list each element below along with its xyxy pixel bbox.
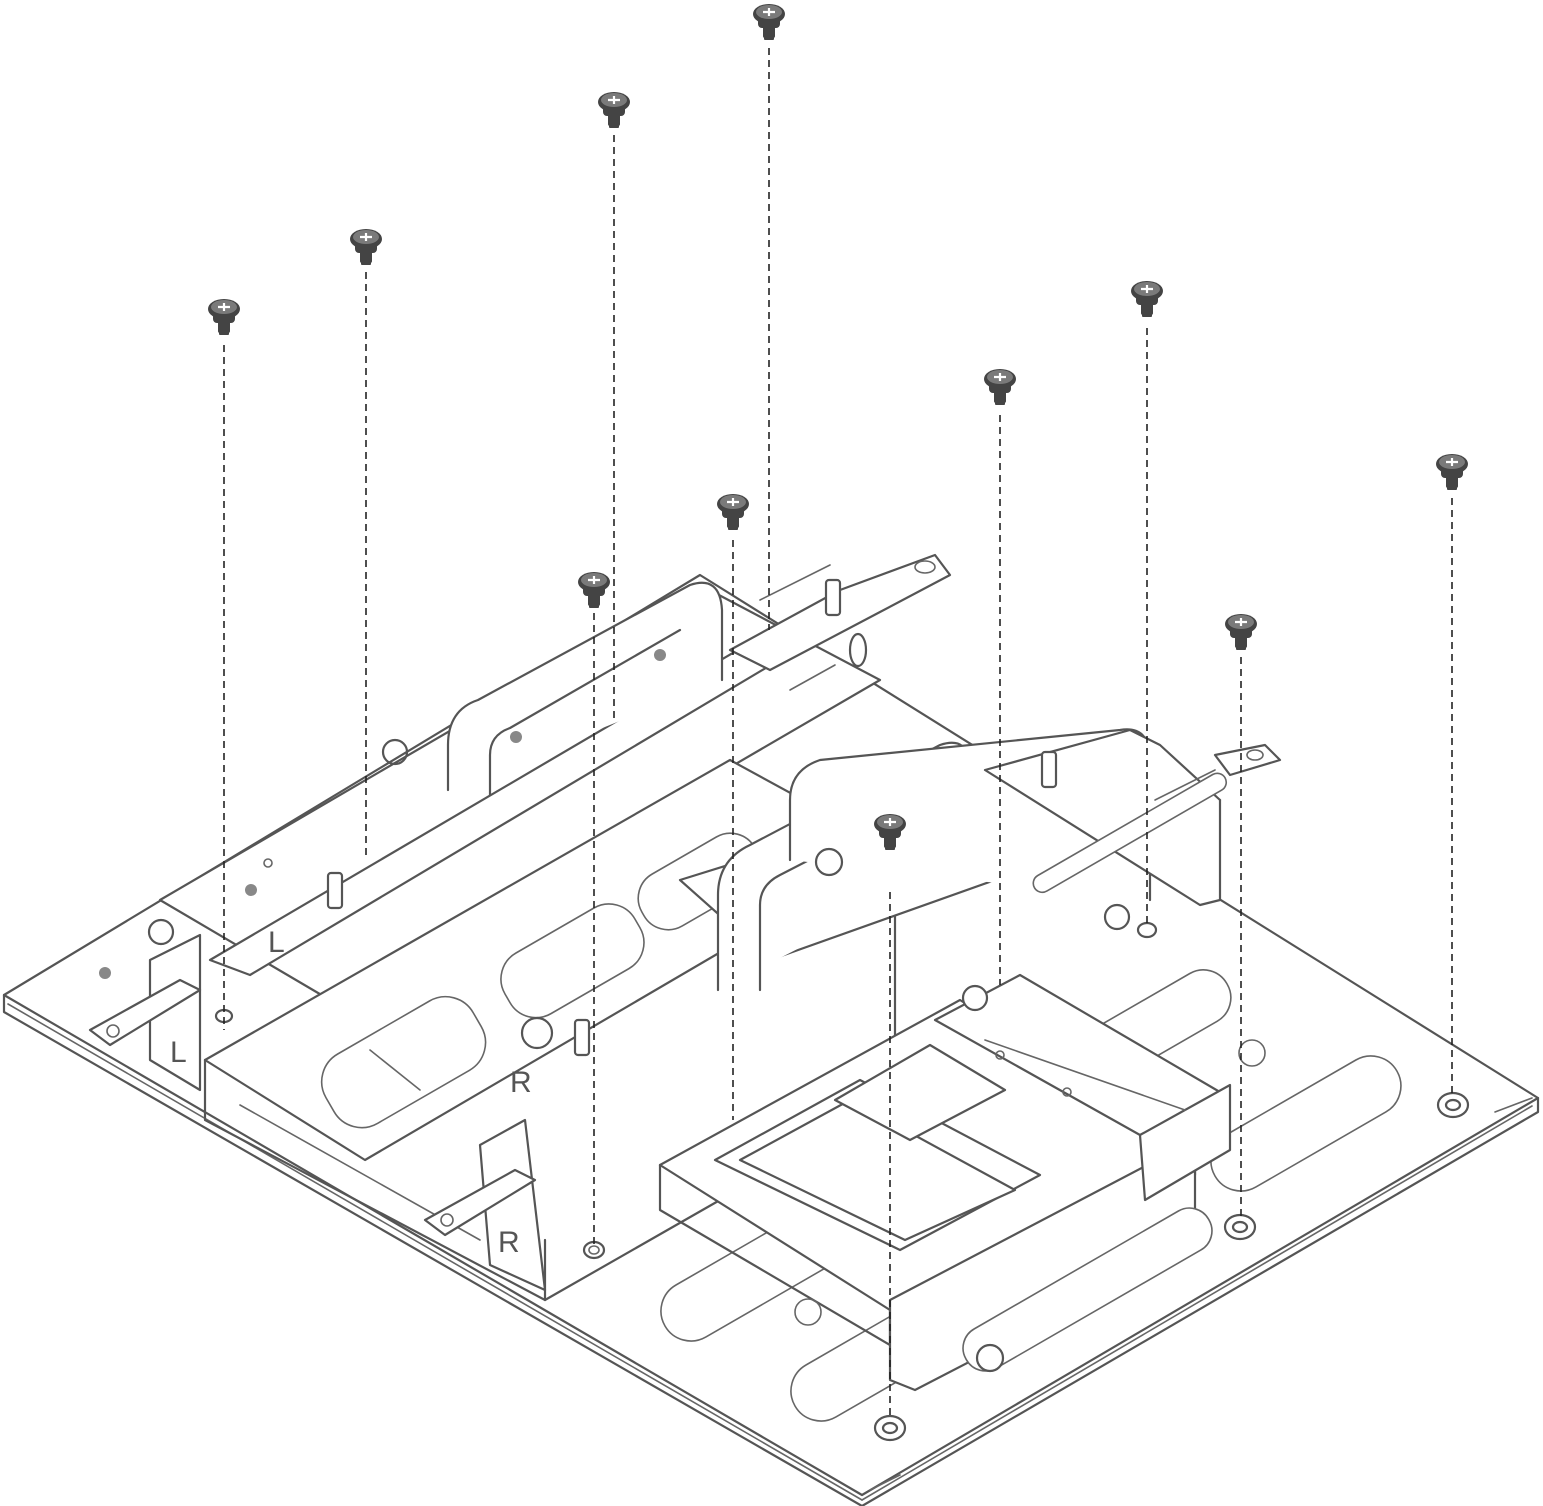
screw-icon	[1131, 281, 1163, 317]
screws	[208, 4, 1468, 850]
screw-icon	[1436, 454, 1468, 490]
screw-icon	[753, 4, 785, 40]
alignment-lines	[223, 48, 1453, 1420]
right-drive-cage	[658, 728, 1282, 1392]
screw-icon	[1225, 614, 1257, 650]
screw-icon	[717, 494, 749, 530]
marking-r-upper: R	[510, 1066, 532, 1099]
screw-hole-icon	[873, 1414, 907, 1442]
screw-icon	[350, 229, 382, 265]
left-drive-cage: L L R R	[88, 553, 952, 1302]
screw-hole-icon	[1436, 1091, 1470, 1119]
screw-icon	[578, 572, 610, 608]
screw-icon	[208, 299, 240, 335]
screw-hole-icon	[1223, 1213, 1257, 1241]
screw-icon	[984, 369, 1016, 405]
screw-holes	[214, 921, 1470, 1442]
marking-l-lower: L	[170, 1036, 187, 1069]
screw-icon	[874, 814, 906, 850]
screw-icon	[598, 92, 630, 128]
marking-r-lower: R	[498, 1226, 520, 1259]
marking-l-upper: L	[268, 926, 285, 959]
